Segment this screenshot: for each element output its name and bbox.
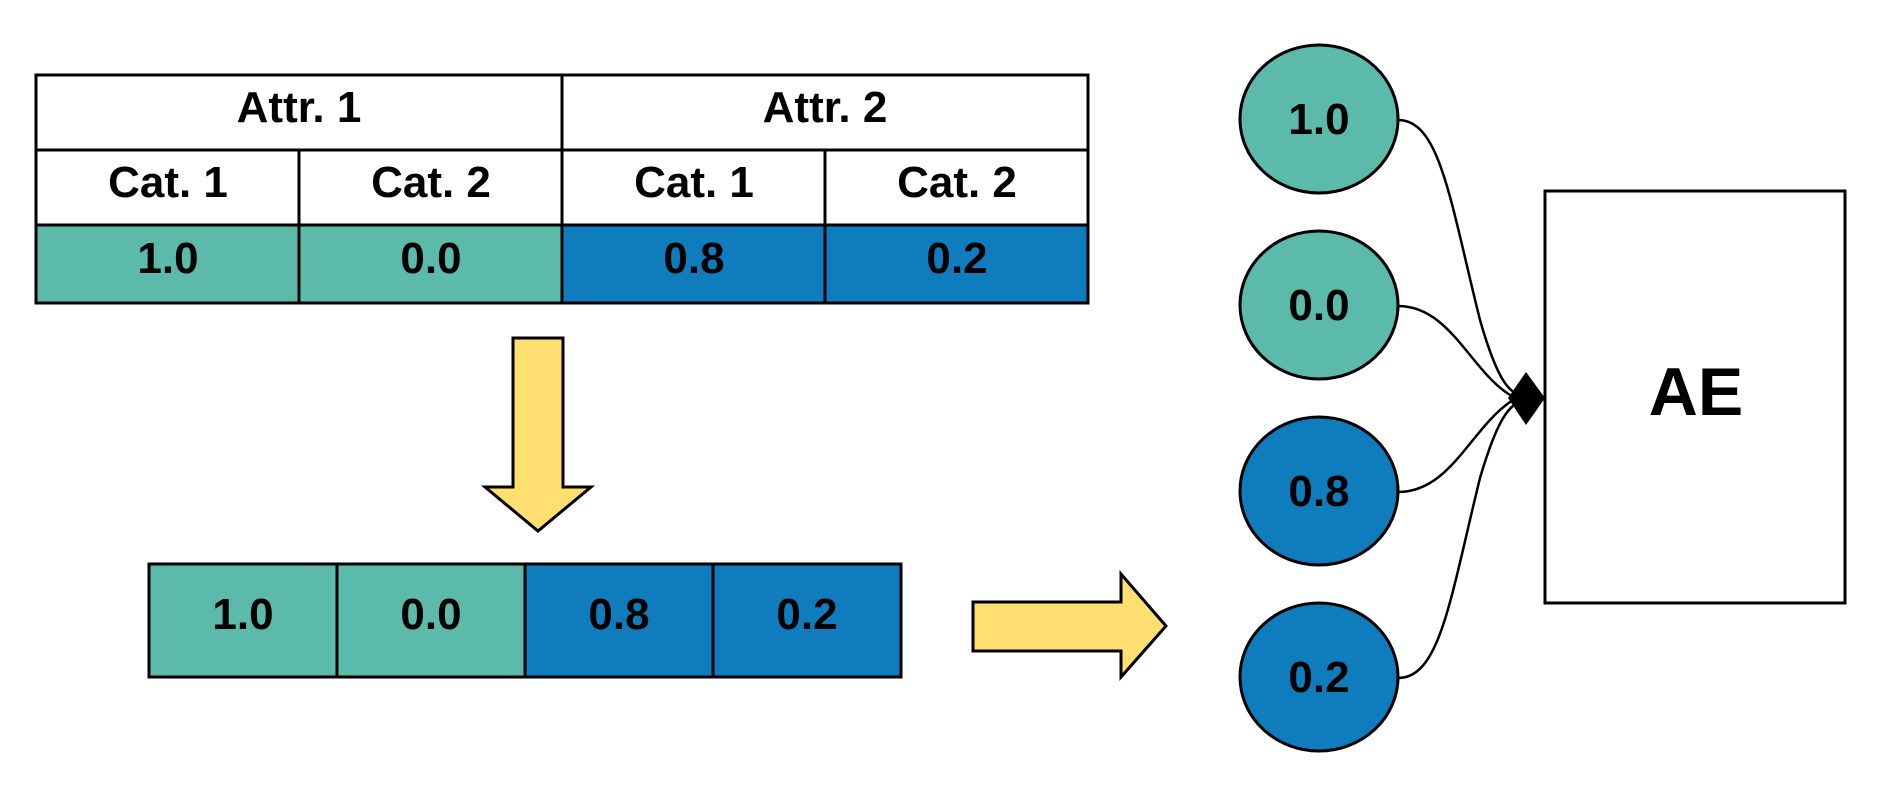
input-node <box>1238 601 1400 753</box>
flat-vector-value: 0.2 <box>776 590 837 639</box>
input-node-value: 0.8 <box>1288 467 1349 516</box>
attr-1-cat-2-label: Cat. 2 <box>371 158 491 207</box>
connection-line <box>1397 118 1531 400</box>
node-connections <box>1397 118 1531 680</box>
input-node-value: 0.2 <box>1288 653 1349 702</box>
attr-2-cat-2-label: Cat. 2 <box>897 158 1017 207</box>
table-value-cell <box>823 223 1090 305</box>
connection-line <box>1397 396 1531 680</box>
flat-vector: 1.0 0.0 0.8 0.2 <box>147 562 903 679</box>
flat-vector-value: 0.8 <box>588 590 649 639</box>
table-header-attr-2 <box>560 73 1090 152</box>
connection-line <box>1397 396 1531 494</box>
attr-1-cat-1-label: Cat. 1 <box>108 158 228 207</box>
table-value-cell <box>34 223 301 305</box>
autoencoder-label: AE <box>1649 354 1743 430</box>
connector-diamond-icon <box>1508 372 1545 425</box>
attr-1-cat-1-value: 1.0 <box>137 234 198 283</box>
input-nodes: 1.0 0.0 0.8 0.2 <box>1238 43 1400 753</box>
down-arrow-icon <box>480 336 596 533</box>
table-header-attr-1 <box>34 73 564 152</box>
input-node-value: 1.0 <box>1288 95 1349 144</box>
attr-2-cat-2-value: 0.2 <box>926 234 987 283</box>
flat-vector-cell <box>523 562 715 679</box>
attr-2-cat-1-label: Cat. 1 <box>634 158 754 207</box>
attr-1-cat-2-value: 0.0 <box>400 234 461 283</box>
input-node <box>1238 415 1400 567</box>
flat-vector-value: 1.0 <box>212 590 273 639</box>
attr-2-label: Attr. 2 <box>763 83 888 132</box>
flat-vector-cell <box>711 562 903 679</box>
categorical-table: Attr. 1 Attr. 2 Cat. 1 Cat. 2 Cat. 1 Cat… <box>34 73 1090 305</box>
autoencoder-box <box>1543 189 1847 605</box>
table-value-cell <box>297 223 564 305</box>
input-node <box>1238 229 1400 381</box>
connection-line <box>1397 304 1531 400</box>
table-cat-cell <box>823 148 1090 227</box>
input-node-value: 0.0 <box>1288 281 1349 330</box>
flat-vector-cell <box>335 562 527 679</box>
right-arrow-icon <box>971 569 1168 681</box>
attr-2-cat-1-value: 0.8 <box>663 234 724 283</box>
flat-vector-value: 0.0 <box>400 590 461 639</box>
table-value-cell <box>560 223 827 305</box>
input-node <box>1238 43 1400 195</box>
attr-1-label: Attr. 1 <box>237 83 362 132</box>
